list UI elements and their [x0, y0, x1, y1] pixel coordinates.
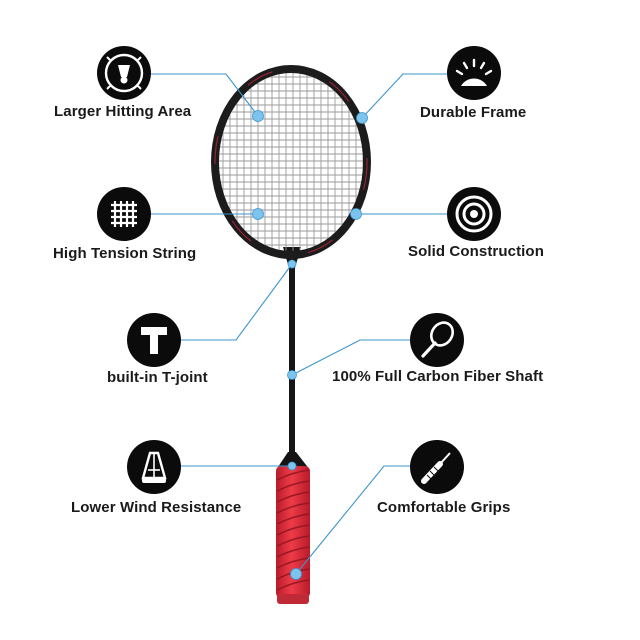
- racket-frame: [211, 65, 371, 259]
- racket-outline-icon: [410, 313, 464, 367]
- leader-line-larger-hitting-area: [150, 73, 259, 117]
- shuttlecock-icon: [127, 440, 181, 494]
- string-grid-icon: [97, 187, 151, 241]
- leader-line-carbon-shaft: [291, 339, 410, 376]
- marker-dot-frame: [356, 112, 368, 124]
- marker-dot-construction: [350, 208, 362, 220]
- leader-line-t-joint: [180, 263, 293, 341]
- marker-dot-shaft: [287, 370, 297, 380]
- feature-label-comfortable-grips: Comfortable Grips: [377, 499, 511, 516]
- racket-butt-cap: [277, 594, 309, 604]
- concentric-rings-icon: [447, 187, 501, 241]
- marker-dot-string: [252, 208, 264, 220]
- impact-burst-icon: [447, 46, 501, 100]
- leader-line-durable-frame: [361, 73, 447, 119]
- marker-dot-hitting-area: [252, 110, 264, 122]
- grip-handle-icon: [410, 440, 464, 494]
- grip-wrap-line: [276, 579, 310, 591]
- grip-wrap-line: [276, 546, 310, 558]
- grip-wrap-line: [276, 491, 310, 503]
- feature-label-lower-wind-resistance: Lower Wind Resistance: [71, 499, 242, 516]
- marker-dot-grip: [290, 568, 302, 580]
- grip-wrap-line: [276, 557, 310, 569]
- grip-wrap-line: [276, 480, 310, 492]
- grip-wrap-line: [276, 524, 310, 536]
- grip-wrap-line: [276, 502, 310, 514]
- racket-shaft: [289, 260, 295, 456]
- leader-line-comfortable-grips: [295, 465, 410, 575]
- feature-label-durable-frame: Durable Frame: [420, 104, 527, 121]
- feature-label-built-in-t-joint: built-in T-joint: [107, 369, 208, 386]
- feature-label-solid-construction: Solid Construction: [408, 243, 544, 260]
- grip-wrap-line: [276, 535, 310, 547]
- marker-dot-cone: [287, 461, 297, 471]
- feature-label-full-carbon-fiber-shaft: 100% Full Carbon Fiber Shaft: [332, 368, 544, 385]
- feature-label-high-tension-string: High Tension String: [53, 245, 197, 262]
- grip-wrap-line: [276, 513, 310, 525]
- racket-frame-accent: [214, 68, 368, 256]
- feature-label-larger-hitting-area: Larger Hitting Area: [54, 103, 192, 120]
- grip-wrap-line: [276, 469, 310, 481]
- marker-dot-t-joint: [287, 259, 297, 269]
- t-letter-icon: [127, 313, 181, 367]
- shuttlecock-target-icon: [97, 46, 151, 100]
